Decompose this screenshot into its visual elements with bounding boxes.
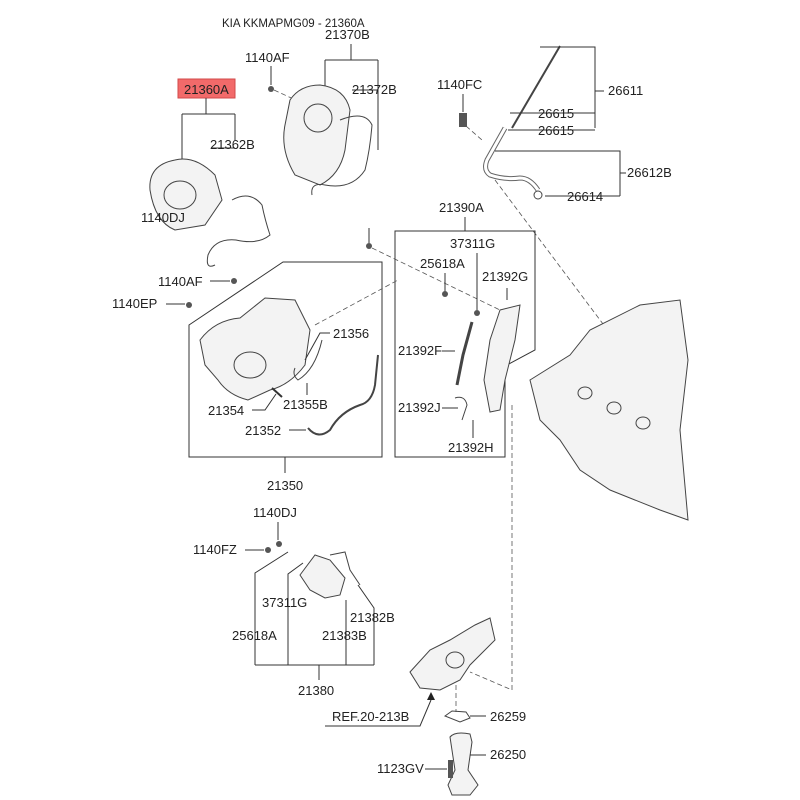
strainer-26250[interactable] <box>447 732 479 796</box>
clip-21392J <box>454 396 468 421</box>
dash-to-engine-top <box>494 179 616 341</box>
guide-21392F <box>455 321 474 386</box>
leader-21354 <box>252 393 277 411</box>
label-21350[interactable]: 21350 <box>267 478 303 493</box>
leader-26612B <box>495 150 626 197</box>
label-1140DJ-mid[interactable]: 1140DJ <box>141 210 185 225</box>
label-1140EP[interactable]: 1140EP <box>112 296 157 311</box>
leader-21356 <box>304 332 330 361</box>
pin-21354 <box>271 387 283 398</box>
label-26259[interactable]: 26259 <box>490 709 526 724</box>
bolt-1140DJ-mid <box>366 243 372 249</box>
label-26612B[interactable]: 26612B <box>627 165 672 180</box>
label-21392J[interactable]: 21392J <box>398 400 441 415</box>
engine-block-part <box>529 299 689 521</box>
label-21354[interactable]: 21354 <box>208 403 244 418</box>
gasket-26259 <box>443 710 471 723</box>
gasket-21362B <box>206 195 271 267</box>
label-26615-a[interactable]: 26615 <box>538 106 574 121</box>
leader-21370B <box>324 44 379 150</box>
nut-37311G-mid <box>474 310 480 316</box>
label-1140AF-mid[interactable]: 1140AF <box>158 274 203 289</box>
dipstick-tube-inner <box>484 127 540 191</box>
label-1123GV[interactable]: 1123GV <box>377 761 424 776</box>
gasket-21356 <box>293 339 323 381</box>
label-21382B[interactable]: 21382B <box>350 610 395 625</box>
label-21380[interactable]: 21380 <box>298 683 334 698</box>
label-25618A-low[interactable]: 25618A <box>232 628 277 643</box>
label-26250[interactable]: 26250 <box>490 747 526 762</box>
timing-cover-upper-part[interactable] <box>283 84 351 186</box>
bolt-1123GV <box>448 760 453 778</box>
box-21350 <box>188 261 383 458</box>
engine-block-illustration <box>469 299 689 691</box>
dash-1140AF-top <box>273 89 301 103</box>
label-ref-20-213B[interactable]: REF.20-213B <box>332 709 409 724</box>
dowel-25618A-mid <box>442 291 448 297</box>
bolt-1140FZ <box>265 547 271 553</box>
leader-21360A <box>181 98 236 160</box>
front-case-bore <box>233 351 267 379</box>
leader-ref <box>325 699 432 727</box>
label-1140FZ[interactable]: 1140FZ <box>193 542 237 557</box>
label-26614[interactable]: 26614 <box>567 189 603 204</box>
bolt-1140AF-mid <box>231 278 237 284</box>
label-21392G[interactable]: 21392G <box>482 269 528 284</box>
label-21370B[interactable]: 21370B <box>325 27 370 42</box>
ref-arrow-icon <box>427 692 435 700</box>
engine-port-3 <box>635 416 651 430</box>
label-21383B[interactable]: 21383B <box>322 628 367 643</box>
bolt-1140FC <box>459 113 467 127</box>
bracket-21380-part[interactable] <box>299 554 346 599</box>
upper-cover-bore <box>303 103 333 133</box>
dash-to-oil-pump <box>469 405 513 691</box>
group-oil-pump: REF.20-213B 26259 26250 1123GV <box>325 617 526 796</box>
pipe-21382B <box>329 551 361 586</box>
group-21390A: 1140DJ 21390A 37311G 25618A 21392G 21392… <box>141 200 536 458</box>
diagram-title: KIA KKMAPMG09 - 21360A <box>222 18 365 30</box>
leader-26611 <box>508 46 604 131</box>
bolt-1140DJ-low <box>276 541 282 547</box>
dipstick-rod <box>511 45 561 129</box>
group-21380: 1140DJ 1140FZ 37311G 21382B 25618A 21383… <box>193 505 395 698</box>
label-26611[interactable]: 26611 <box>608 83 643 98</box>
group-dipstick: 1140FC 26611 26615 26615 26612B 26614 <box>437 45 672 341</box>
label-1140AF-top[interactable]: 1140AF <box>245 50 290 65</box>
label-37311G-mid[interactable]: 37311G <box>450 236 495 251</box>
label-21352[interactable]: 21352 <box>245 423 281 438</box>
oil-pump-part[interactable] <box>409 617 496 691</box>
label-21390A[interactable]: 21390A <box>439 200 484 215</box>
oring-26614 <box>533 190 543 200</box>
group-21370B: 21370B 21372B 1140AF <box>245 27 397 196</box>
group-21350: 1140AF 1140EP 21350 21356 21355B 21354 2… <box>112 261 383 493</box>
bolt-1140EP <box>186 302 192 308</box>
cover-bore <box>163 180 197 210</box>
label-21355B[interactable]: 21355B <box>283 397 328 412</box>
chain-guide-part[interactable] <box>483 304 521 413</box>
timing-cover-lower-part[interactable] <box>149 158 223 231</box>
leader-bracket-21380 <box>254 551 375 680</box>
label-26615-b[interactable]: 26615 <box>538 123 574 138</box>
label-37311G-low[interactable]: 37311G <box>262 595 307 610</box>
label-21372B[interactable]: 21372B <box>352 82 397 97</box>
dash-case-link <box>314 279 399 326</box>
label-21356[interactable]: 21356 <box>333 326 369 341</box>
label-21392H[interactable]: 21392H <box>448 440 494 455</box>
engine-port-2 <box>606 401 622 415</box>
dash-1140FC <box>465 125 483 141</box>
label-21360A[interactable]: 21360A <box>184 82 229 97</box>
bolt-1140AF-top <box>268 86 274 92</box>
front-case-part[interactable] <box>199 297 311 401</box>
engine-port-1 <box>577 386 593 400</box>
label-25618A-mid[interactable]: 25618A <box>420 256 465 271</box>
label-21362B[interactable]: 21362B <box>210 137 255 152</box>
gasket-21352 <box>307 354 379 436</box>
label-1140DJ-low[interactable]: 1140DJ <box>253 505 297 520</box>
oil-pump-bore <box>445 651 465 669</box>
group-21360A: 21360A 21362B <box>149 78 271 267</box>
gasket-21372B <box>311 115 373 196</box>
label-1140FC[interactable]: 1140FC <box>437 77 482 92</box>
label-21392F[interactable]: 21392F <box>398 343 442 358</box>
